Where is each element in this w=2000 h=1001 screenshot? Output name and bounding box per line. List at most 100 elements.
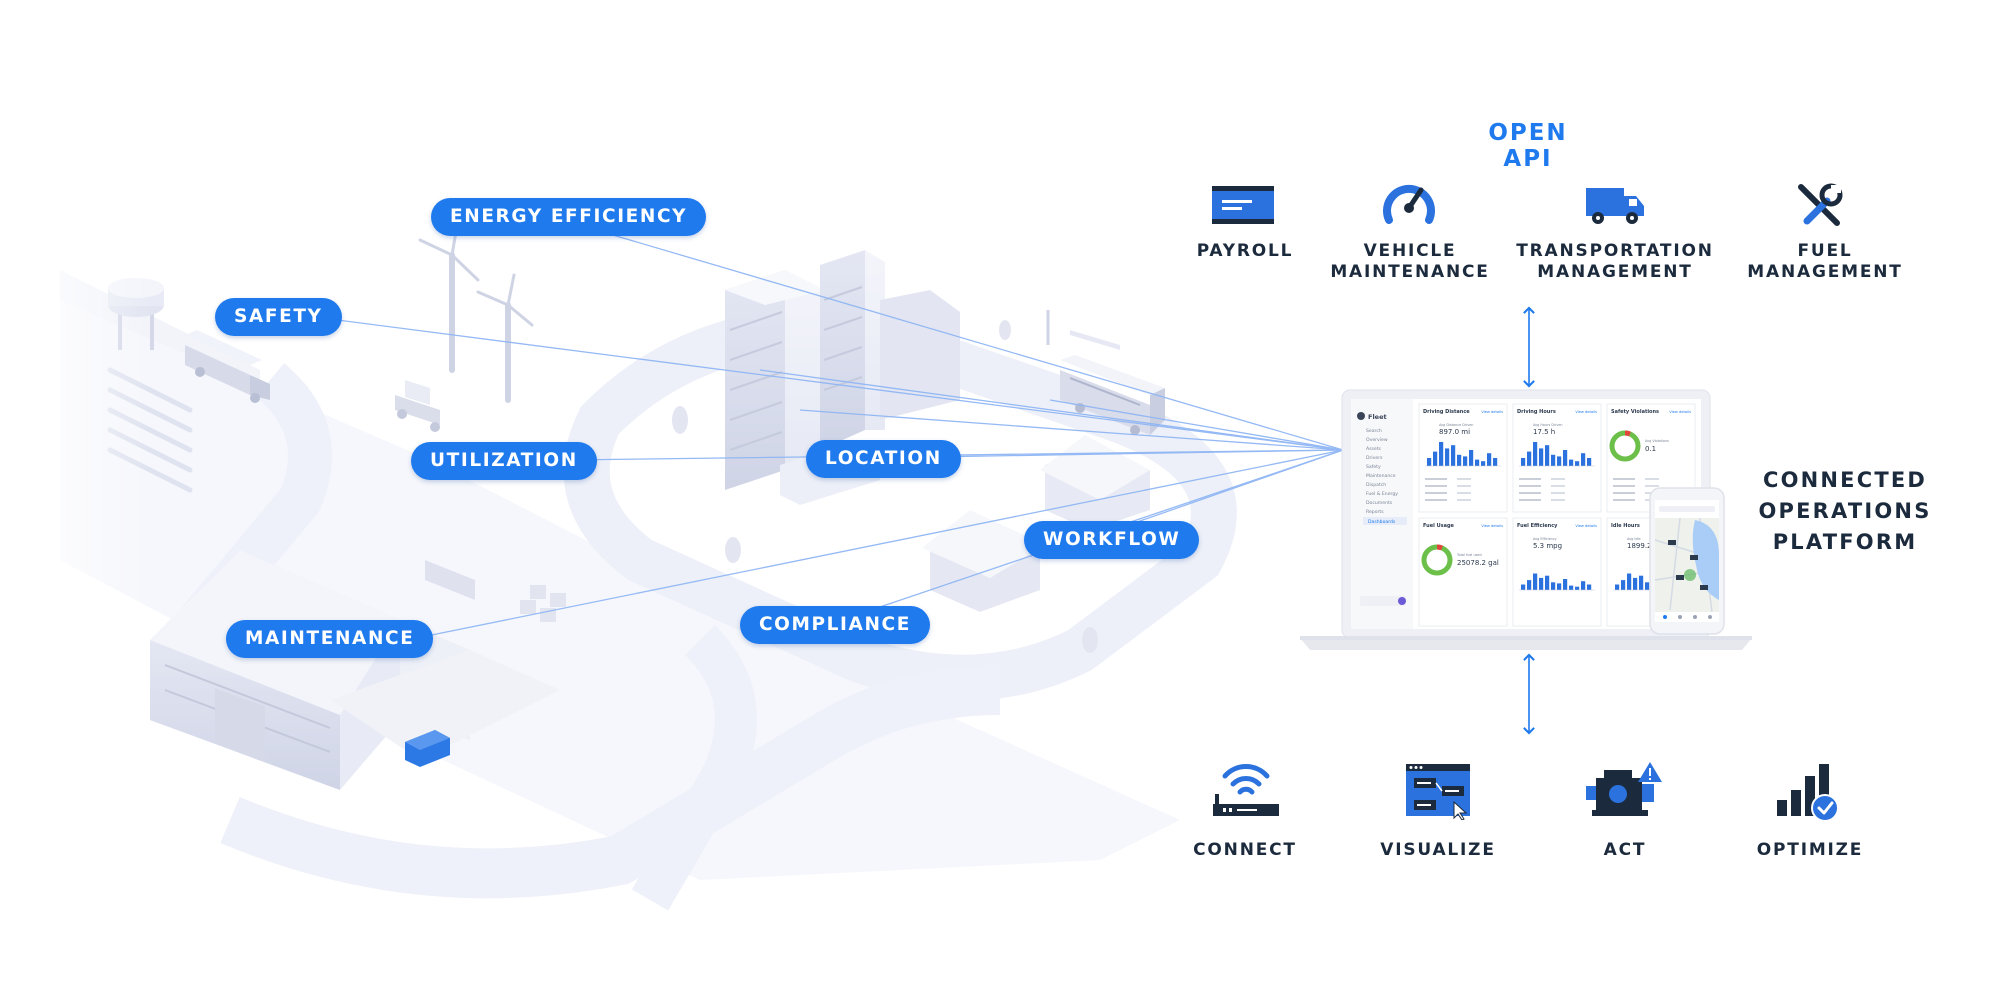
bar-chart-check-icon [1777,764,1839,822]
card-stat-label: Avg Hours Driven [1533,423,1563,427]
histogram-bar [1545,445,1550,466]
histogram-bar [1575,586,1580,590]
platform-title: CONNECTED OPERATIONS PLATFORM [1758,468,1932,554]
nav-item: Documents [1366,500,1393,506]
histogram-bar [1469,450,1474,466]
card-stat-label: Avg Idle [1627,537,1641,541]
histogram-bar [1545,575,1550,590]
speedometer-icon [1383,184,1435,224]
card-value: 0.1 [1645,445,1656,453]
card-value: 897.0 mi [1439,428,1470,436]
office-towers [725,250,960,505]
card-stat-label: Avg Violations [1645,439,1669,443]
histogram-bar [1527,580,1532,590]
card-title: Driving Hours [1517,409,1556,415]
histogram-bar [1569,585,1574,590]
histogram-bar [1463,456,1468,466]
card-title: Idle Hours [1611,523,1640,529]
card-value: 5.3 mpg [1533,542,1562,550]
histogram-bar [1493,458,1498,466]
houses [922,435,1150,612]
wrench-screwdriver-icon [1798,183,1843,226]
view-details-link: View details [1481,410,1503,414]
histogram-bar [1627,573,1632,590]
card-value: 1899.2 h [1627,542,1658,550]
histogram-bar [1621,580,1626,590]
card-title: Fuel Efficiency [1517,523,1558,529]
histogram-bar [1439,442,1444,466]
histogram-bar [1587,584,1592,590]
histogram-bar [1575,461,1580,466]
dashboard-window-icon [1406,764,1470,820]
api-item-transportation-management: TRANSPORTATION MANAGEMENT [1516,241,1714,282]
nav-item: Drivers [1366,455,1383,461]
histogram-bar [1581,581,1586,590]
nav-item: Maintenance [1366,473,1396,479]
wifi-router-icon [1213,764,1279,816]
bus-stop [1046,310,1120,350]
nav-item: Overview [1366,437,1388,443]
wind-turbines [418,218,534,403]
stage-optimize: OPTIMIZE [1756,840,1864,860]
histogram-bar [1427,458,1432,466]
open-api-title: OPEN API [1488,120,1568,172]
card-title: Safety Violations [1611,409,1659,415]
histogram-bar [1527,451,1532,466]
nav-item: Safety [1366,464,1381,470]
histogram-bar [1521,584,1526,590]
warehouse-yard [330,560,566,767]
histogram-bar [1645,582,1650,590]
histogram-bar [1521,458,1526,466]
histogram-bar [1639,575,1644,590]
histogram-bar [1569,459,1574,466]
histogram-bar [1475,459,1480,466]
histogram-bar [1539,448,1544,466]
histogram-bar [1451,445,1456,466]
phone-map [1649,487,1725,635]
isometric-city-illustration [0,0,1237,1001]
histogram-bar [1533,573,1538,590]
histogram-bar [1557,456,1562,466]
nav-item-active: Dashboards [1368,519,1396,525]
card-title: Driving Distance [1423,409,1470,415]
label-utilization: UTILIZATION [411,442,597,480]
card-stat-label: Total fuel used [1456,553,1482,557]
stage-act: ACT [1603,840,1647,860]
nav-item: Dispatch [1366,482,1386,488]
payroll-card-icon [1212,186,1274,224]
nav-item: Reports [1366,509,1384,515]
label-location: LOCATION [806,440,961,478]
histogram-bar [1563,579,1568,590]
nav-item: Fuel & Energy [1366,491,1398,497]
histogram-bar [1633,577,1638,590]
forklift [395,380,440,432]
engine-alert-icon [1586,762,1662,816]
trees [672,320,1098,653]
truck-icon [1586,188,1644,224]
histogram-bar [1433,451,1438,466]
histogram-bar [1457,454,1462,466]
nav-item: Search [1366,428,1382,434]
view-details-link: View details [1481,524,1503,528]
histogram-bar [1581,453,1586,466]
histogram-bar [1557,583,1562,590]
label-energy-efficiency: ENERGY EFFICIENCY [431,198,707,236]
api-item-fuel-management: FUEL MANAGEMENT [1747,241,1903,282]
label-safety: SAFETY [215,298,342,336]
label-compliance: COMPLIANCE [740,606,930,644]
histogram-bar [1551,582,1556,590]
card-stat-label: Avg Distance Driven [1439,423,1473,427]
card-value: 25078.2 gal [1457,559,1499,567]
histogram-bar [1487,453,1492,466]
view-details-link: View details [1575,410,1597,414]
histogram-bar [1551,454,1556,466]
view-details-link: View details [1575,524,1597,528]
label-maintenance: MAINTENANCE [226,620,434,658]
api-item-vehicle-maintenance: VEHICLE MAINTENANCE [1330,241,1490,282]
